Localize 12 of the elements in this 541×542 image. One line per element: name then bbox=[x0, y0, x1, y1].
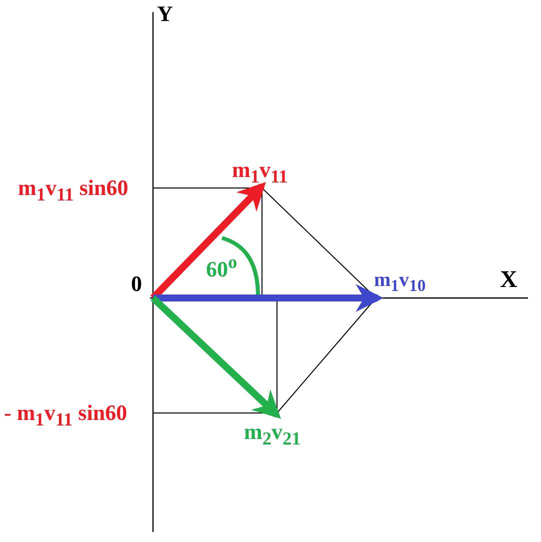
component-label: - m$_{1}$v$_{11}$ sin60 bbox=[4, 401, 128, 432]
vector-arrow bbox=[150, 295, 282, 419]
vector-label: m$_{2}$v$_{21}$ bbox=[244, 420, 314, 446]
axis-label: X bbox=[500, 268, 518, 292]
axis-label: Y bbox=[157, 2, 173, 26]
vector-label: m$_{1}$v$_{10}$ bbox=[374, 268, 444, 292]
vector-arrow bbox=[150, 182, 266, 300]
vector-label: m$_{1}$v$_{11}$ bbox=[232, 158, 302, 184]
vector-arrow bbox=[153, 284, 384, 312]
angle-label: 60$^{o}$ bbox=[206, 251, 238, 282]
component-label: m$_{1}$v$_{11}$ sin60 bbox=[18, 176, 128, 206]
origin-label: 0 bbox=[131, 272, 154, 299]
